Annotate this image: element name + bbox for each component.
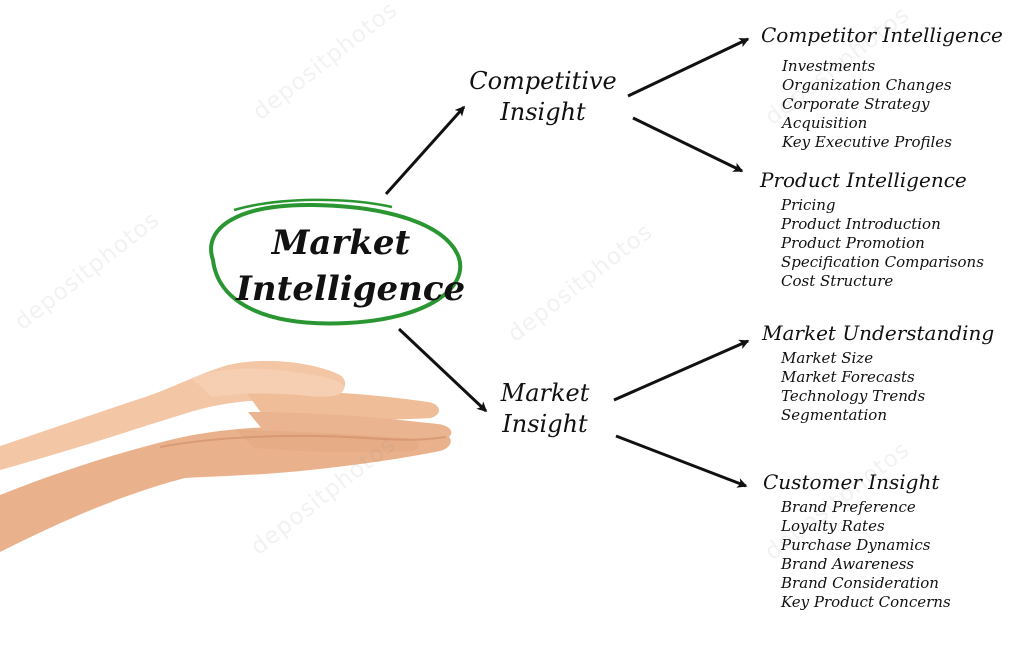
list-item: Brand Awareness (781, 555, 915, 573)
arrow-to-customer-insight (615, 434, 748, 488)
list-item: Purchase Dynamics (781, 536, 931, 554)
open-hands-illustration (0, 360, 452, 552)
hand-shadow (159, 434, 447, 448)
branch-competitive-insight: Competitive Insight (468, 66, 618, 128)
lower-arm (0, 426, 451, 552)
list-item: Loyalty Rates (781, 517, 885, 535)
list-item: Key Executive Profiles (782, 133, 952, 151)
center-node-market-intelligence: Market Intelligence (236, 220, 466, 312)
branch-market-line-2: Insight (502, 410, 588, 438)
section-items-market-understanding: Market Size Market Forecasts Technology … (781, 349, 925, 425)
list-item: Key Product Concerns (781, 593, 951, 611)
branch-competitive-line-2: Insight (500, 98, 586, 126)
list-item: Corporate Strategy (782, 95, 930, 113)
list-item: Technology Trends (781, 387, 926, 405)
list-item: Acquisition (782, 114, 868, 132)
market-intelligence-ellipse (209, 198, 463, 326)
arrow-to-competitor-intelligence (627, 37, 750, 98)
branch-market-line-1: Market (500, 379, 590, 407)
list-item: Pricing (781, 196, 836, 214)
list-item: Specification Comparisons (781, 253, 984, 271)
section-title-product-intelligence: Product Intelligence (760, 168, 967, 192)
section-items-product-intelligence: Pricing Product Introduction Product Pro… (781, 196, 984, 291)
list-item: Organization Changes (782, 76, 952, 94)
arrow-to-competitive-insight (384, 105, 466, 196)
section-title-competitor-intelligence: Competitor Intelligence (761, 23, 1003, 47)
arrow-to-product-intelligence (632, 116, 744, 173)
center-title-line-1: Market (271, 223, 411, 263)
center-title-line-2: Intelligence (236, 269, 466, 309)
section-items-competitor-intelligence: Investments Organization Changes Corpora… (782, 57, 952, 152)
list-item: Market Size (781, 349, 874, 367)
list-item: Brand Consideration (781, 574, 939, 592)
section-title-customer-insight: Customer Insight (763, 470, 940, 494)
arrow-to-market-understanding (613, 339, 750, 402)
thumb (192, 368, 345, 397)
list-item: Product Introduction (781, 215, 941, 233)
arrow-to-market-insight (397, 327, 488, 413)
list-item: Investments (782, 57, 876, 75)
index-finger (246, 391, 439, 420)
branch-market-insight: Market Insight (486, 378, 604, 440)
list-item: Brand Preference (781, 498, 916, 516)
section-items-customer-insight: Brand Preference Loyalty Rates Purchase … (781, 498, 951, 612)
list-item: Cost Structure (781, 272, 894, 290)
list-item: Market Forecasts (781, 368, 915, 386)
list-item: Product Promotion (781, 234, 925, 252)
branch-competitive-line-1: Competitive (469, 67, 617, 95)
list-item: Segmentation (781, 406, 888, 424)
section-title-market-understanding: Market Understanding (762, 321, 995, 345)
